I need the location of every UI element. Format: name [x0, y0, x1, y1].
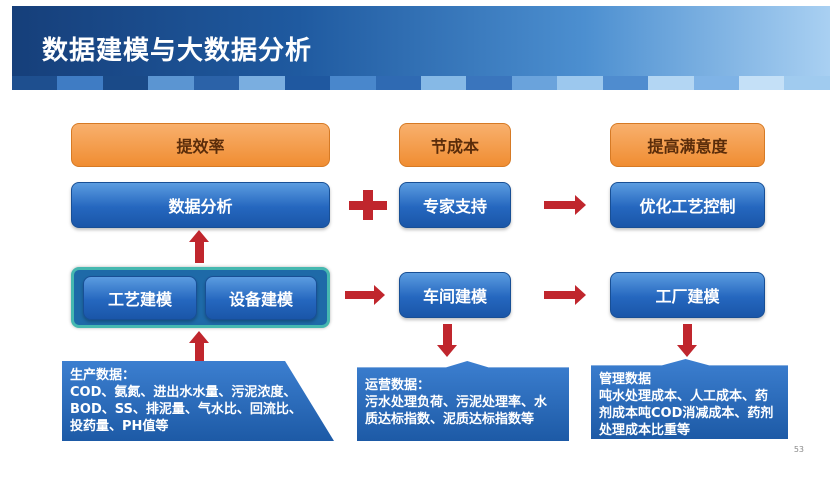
title-banner: 数据建模与大数据分析: [12, 6, 830, 76]
arrow-right-icon: [544, 285, 586, 305]
arrow-down-icon: [437, 324, 457, 357]
callout-line: 剂成本吨COD消减成本、药剂: [599, 406, 774, 421]
process-modeling-box: 工艺建模: [83, 276, 197, 320]
callout-line: 质达标指数、泥质达标指数等: [365, 412, 535, 427]
callout-line: 投药量、PH值等: [70, 419, 169, 434]
callout-line: BOD、SS、排泥量、气水比、回流比、: [70, 402, 302, 417]
improve-satisfaction-box: 提高满意度: [610, 123, 765, 167]
workshop-modeling-box: 车间建模: [399, 272, 511, 318]
optimize-process-control-box: 优化工艺控制: [610, 182, 765, 228]
callout-title: 运营数据：: [365, 378, 431, 393]
expert-support-box: 专家支持: [399, 182, 511, 228]
callout-line: 污水处理负荷、污泥处理率、水: [365, 395, 548, 410]
callout-title: 生产数据：: [70, 368, 136, 383]
modeling-group: 工艺建模 设备建模: [71, 267, 330, 328]
decorative-stripe: [12, 76, 830, 90]
callout-line: COD、氨氮、进出水水量、污泥浓度、: [70, 385, 297, 400]
management-data-callout: 管理数据 吨水处理成本、人工成本、药 剂成本吨COD消减成本、药剂 处理成本比重…: [591, 359, 788, 439]
arrow-up-icon: [189, 331, 209, 362]
plus-icon: [349, 190, 387, 220]
callout-line: 吨水处理成本、人工成本、药: [599, 389, 769, 404]
arrow-up-icon: [189, 230, 209, 263]
production-data-callout: 生产数据： COD、氨氮、进出水水量、污泥浓度、 BOD、SS、排泥量、气水比、…: [62, 361, 334, 441]
arrow-right-icon: [345, 285, 385, 305]
equipment-modeling-box: 设备建模: [205, 276, 317, 320]
arrow-down-icon: [677, 324, 697, 357]
page-number: 53: [793, 445, 804, 454]
save-cost-box: 节成本: [399, 123, 511, 167]
callout-title: 管理数据: [599, 372, 652, 387]
data-analysis-box: 数据分析: [71, 182, 330, 228]
callout-line: 处理成本比重等: [599, 423, 691, 438]
page-title: 数据建模与大数据分析: [42, 36, 313, 66]
operation-data-callout: 运营数据： 污水处理负荷、污泥处理率、水 质达标指数、泥质达标指数等: [357, 361, 569, 441]
arrow-right-icon: [544, 195, 586, 215]
improve-efficiency-box: 提效率: [71, 123, 330, 167]
plant-modeling-box: 工厂建模: [610, 272, 765, 318]
